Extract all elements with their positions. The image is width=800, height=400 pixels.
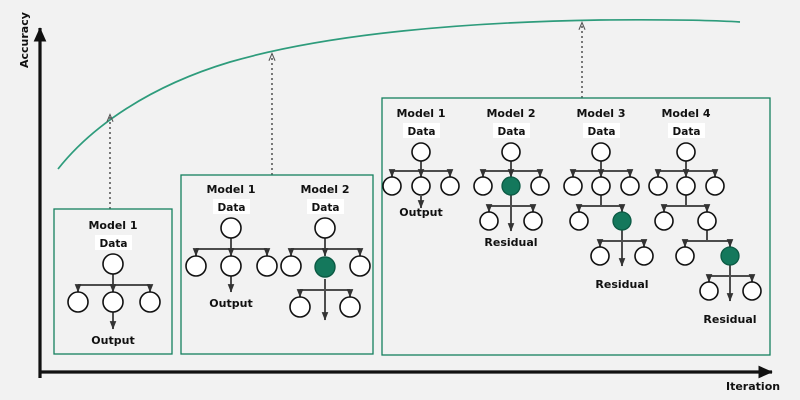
stage-1-model-1-data-chip [95, 235, 132, 250]
stage-3-model-2-data-chip [493, 123, 530, 138]
stage-3-model-3-leaf-left[interactable] [563, 176, 583, 196]
stage-1-model-1-leaf-left[interactable] [67, 291, 89, 313]
stage-3-model-3-residual-label: Residual [595, 278, 648, 291]
stage-1-box[interactable] [53, 208, 173, 355]
stage-3-model-1-data-chip [403, 123, 440, 138]
stage-3-model-4-edges [654, 161, 756, 302]
y-axis-label: Accuracy [18, 12, 31, 68]
stage-3-model-1-edges [388, 161, 454, 209]
stage-3-model-4-data-chip [668, 123, 705, 138]
stage-3-model-3-edges [569, 161, 648, 267]
stage-3-model-2-leaf-left[interactable] [473, 176, 493, 196]
learning-curve [57, 18, 741, 170]
stage-3-model-3-leaf-center[interactable] [591, 176, 611, 196]
stage-2-model-1-root-node[interactable] [220, 217, 242, 239]
stage-3-model-2-edges [479, 161, 544, 232]
stage-3-model-2-sub-leaf-right[interactable] [523, 211, 543, 231]
stage-2-model-1[interactable]: Model 1 Data Output [185, 183, 278, 310]
stage-3-model-2-leaf-right[interactable] [530, 176, 550, 196]
stage-3-group[interactable]: Model 1 Data Output Model 2 Data [381, 97, 771, 356]
stage-2-model-1-leaf-center[interactable] [220, 255, 242, 277]
stage-3-model-4-sub3-leaf-right[interactable] [742, 281, 762, 301]
stage-3-model-2-residual-label: Residual [484, 236, 537, 249]
accuracy-curve-path [57, 18, 741, 170]
stage-1-model-1-root-node[interactable] [102, 253, 124, 275]
stage-2-model-2-highlight-node[interactable] [314, 256, 336, 278]
stage-3-model-4-root-node[interactable] [676, 142, 696, 162]
stage-3-model-4-leaf-right[interactable] [705, 176, 725, 196]
stage-1-model-1-leaf-center[interactable] [102, 291, 124, 313]
x-axis-label: Iteration [726, 380, 780, 393]
stage-3-model-4-residual-label: Residual [703, 313, 756, 326]
stage-2-model-1-leaf-right[interactable] [256, 255, 278, 277]
stage-3-model-4-leaf-left[interactable] [648, 176, 668, 196]
stage-3-model-1-root-node[interactable] [411, 142, 431, 162]
stage-2-model-2-sub-leaf-left[interactable] [289, 296, 311, 318]
stage-3-model-4-highlight-node[interactable] [720, 246, 740, 266]
stage-3-model-3-title: Model 3 [576, 107, 625, 120]
stage-3-model-2-highlight-node[interactable] [501, 176, 521, 196]
stage-1-model-1-output-label: Output [91, 334, 134, 347]
stage-3-model-4-data-label: Data [673, 126, 701, 138]
stage-3-model-3-sub2-leaf-left[interactable] [590, 246, 610, 266]
stage-3-model-4-title: Model 4 [661, 107, 710, 120]
stage-2-model-2-title: Model 2 [300, 183, 349, 196]
stage-3-model-1[interactable]: Model 1 Data Output [382, 107, 460, 219]
stage-1-model-1-data-label: Data [100, 238, 128, 250]
stage-3-model-2-data-label: Data [498, 126, 526, 138]
stage-3-model-4[interactable]: Model 4 Data [648, 107, 762, 326]
axes: Accuracy Iteration [18, 12, 780, 393]
stage-2-model-1-data-chip [213, 199, 250, 214]
stage-3-model-1-data-label: Data [408, 126, 436, 138]
stage-3-model-3[interactable]: Model 3 Data [563, 107, 654, 291]
stage-connectors [110, 23, 582, 209]
stage-3-model-3-sub-leaf-left[interactable] [569, 211, 589, 231]
stage-3-model-2-title: Model 2 [486, 107, 535, 120]
stage-3-model-3-highlight-node[interactable] [612, 211, 632, 231]
stage-3-model-4-leaf-center[interactable] [676, 176, 696, 196]
stage-2-model-2-sub-leaf-right[interactable] [339, 296, 361, 318]
stage-3-model-1-leaf-right[interactable] [440, 176, 460, 196]
stage-3-model-4-sub2-leaf-left[interactable] [675, 246, 695, 266]
stage-3-box[interactable] [381, 97, 771, 356]
stage-3-model-3-sub2-leaf-right[interactable] [634, 246, 654, 266]
stage-2-model-1-leaf-left[interactable] [185, 255, 207, 277]
stage-3-model-2-sub-leaf-left[interactable] [479, 211, 499, 231]
stage-2-model-2[interactable]: Model 2 Data [280, 183, 371, 321]
stage-2-box[interactable] [180, 174, 374, 355]
stage-3-model-1-output-label: Output [399, 206, 442, 219]
stage-3-model-4-sub3-leaf-left[interactable] [699, 281, 719, 301]
stage-3-model-4-sub-leaf-right[interactable] [697, 211, 717, 231]
stage-3-model-4-sub-leaf-left[interactable] [654, 211, 674, 231]
stage-2-model-2-data-chip [307, 199, 344, 214]
stage-2-model-1-output-label: Output [209, 297, 252, 310]
stage-3-model-3-root-node[interactable] [591, 142, 611, 162]
stage-3-model-3-data-chip [583, 123, 620, 138]
stage-2-group[interactable]: Model 1 Data Output Model 2 Data [180, 174, 374, 355]
stage-3-model-3-leaf-right[interactable] [620, 176, 640, 196]
stage-1-model-1[interactable]: Model 1 Data Output [67, 219, 161, 347]
stage-2-model-1-edges [192, 238, 271, 293]
stage-3-model-3-data-label: Data [588, 126, 616, 138]
stage-1-model-1-edges [74, 274, 154, 330]
stage-1-model-1-title: Model 1 [88, 219, 137, 232]
stage-3-model-1-title: Model 1 [396, 107, 445, 120]
stage-2-model-2-leaf-right[interactable] [349, 255, 371, 277]
stage-1-model-1-leaf-right[interactable] [139, 291, 161, 313]
stage-2-model-2-data-label: Data [312, 202, 340, 214]
stage-2-model-1-title: Model 1 [206, 183, 255, 196]
stage-3-model-2-root-node[interactable] [501, 142, 521, 162]
stage-2-model-2-root-node[interactable] [314, 217, 336, 239]
stage-3-model-2[interactable]: Model 2 Data Residual [473, 107, 550, 249]
stage-1-group[interactable]: Model 1 Data Output [53, 208, 173, 355]
stage-2-model-1-data-label: Data [218, 202, 246, 214]
stage-3-model-1-leaf-center[interactable] [411, 176, 431, 196]
stage-2-model-2-leaf-left[interactable] [280, 255, 302, 277]
stage-3-model-1-leaf-left[interactable] [382, 176, 402, 196]
stage-2-model-2-edges [287, 238, 364, 321]
